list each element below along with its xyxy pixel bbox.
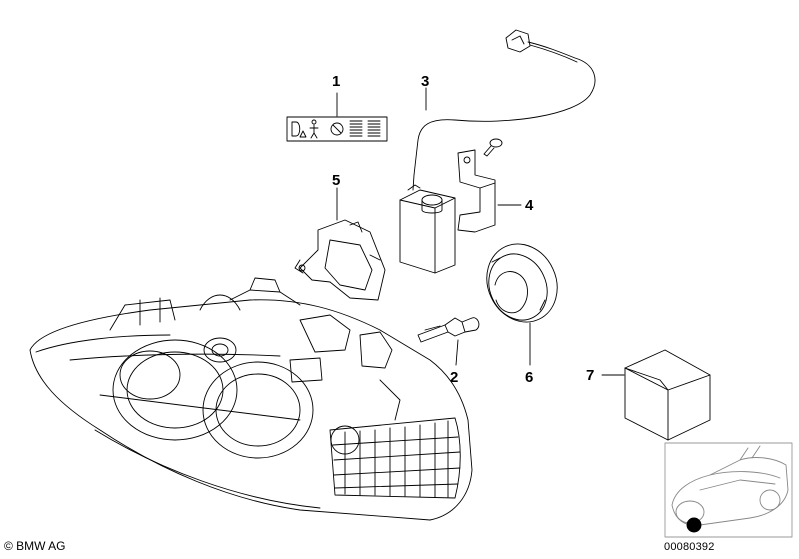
car-location-inset — [664, 442, 793, 538]
cover-cap — [486, 243, 558, 366]
mounting-bracket — [294, 187, 386, 301]
warning-label — [286, 92, 388, 142]
bracket — [457, 149, 522, 233]
callout-6: 6 — [525, 369, 533, 386]
copyright-text: © BMW AG — [4, 539, 66, 553]
ignition-unit — [399, 29, 596, 274]
diagram-number: 00080392 — [664, 541, 715, 553]
xenon-bulb — [417, 317, 480, 366]
callout-7: 7 — [586, 367, 594, 384]
callout-5: 5 — [332, 172, 340, 189]
callout-3: 3 — [421, 73, 429, 90]
callout-2: 2 — [450, 369, 458, 386]
callout-4: 4 — [525, 197, 534, 214]
headlight-assembly — [29, 277, 473, 521]
screw — [483, 138, 503, 157]
parts-kit-box — [601, 349, 711, 441]
callout-1: 1 — [332, 73, 340, 90]
